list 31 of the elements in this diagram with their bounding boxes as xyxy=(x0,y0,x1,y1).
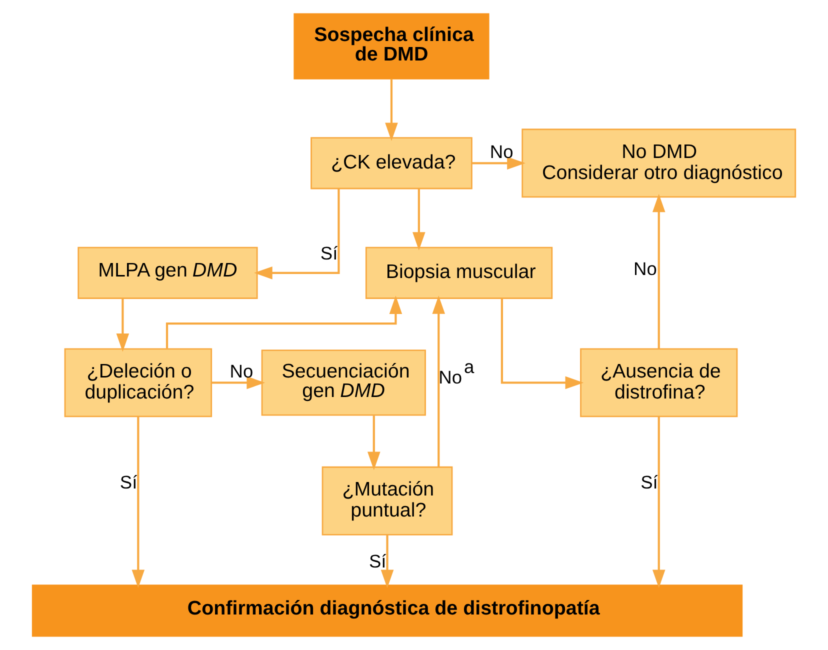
node-box: Confirmación diagnóstica de distrofinopatía xyxy=(32,584,743,637)
node-box: ¿Deleción o duplicación? xyxy=(64,348,212,418)
arrow xyxy=(212,376,266,390)
arrow xyxy=(412,188,426,250)
arrow xyxy=(652,416,666,588)
node-box: Secuenciación gen DMD xyxy=(261,350,426,416)
node-box: ¿Ausencia de distrofina? xyxy=(580,348,738,418)
node-box: No DMD Considerar otro diagnóstico xyxy=(522,128,796,198)
arrow xyxy=(116,298,130,352)
arrow xyxy=(472,156,526,170)
arrow xyxy=(652,194,666,349)
arrow xyxy=(367,416,380,470)
arrow xyxy=(166,296,402,348)
arrow xyxy=(432,296,446,467)
edge-label: Sí xyxy=(320,242,338,264)
edge-label: Sí xyxy=(640,472,658,493)
edge-label: Sí xyxy=(368,550,386,572)
edge-label: No xyxy=(230,360,254,382)
arrow xyxy=(132,416,145,588)
arrow xyxy=(500,298,584,390)
arrow xyxy=(254,188,340,280)
edge-label: No xyxy=(490,141,514,162)
arrow xyxy=(380,535,394,588)
node-box: ¿CK elevada? xyxy=(310,137,472,190)
arrow xyxy=(385,78,398,142)
edge-label: No xyxy=(634,258,657,279)
node-box: Sospecha clínica de DMD xyxy=(294,13,490,80)
node-box: Biopsia muscular xyxy=(365,246,553,299)
node-box: ¿Mutación puntual? xyxy=(322,466,453,536)
node-box: MLPA gen DMD xyxy=(78,246,258,299)
edge-label: Sí xyxy=(120,472,138,493)
